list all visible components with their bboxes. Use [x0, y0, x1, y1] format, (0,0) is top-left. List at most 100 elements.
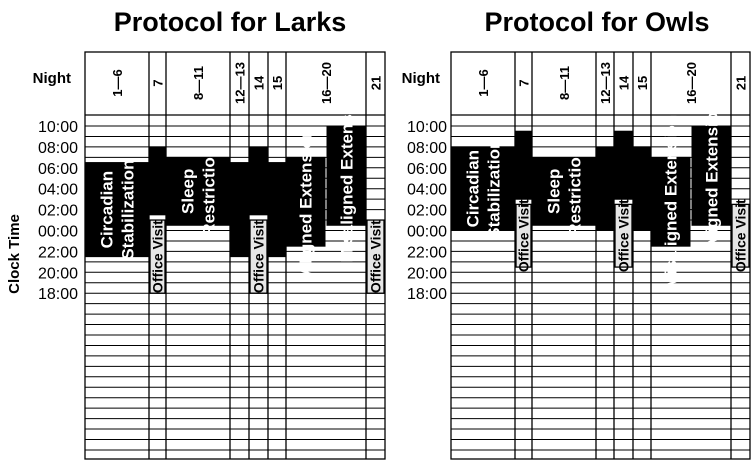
sleep-block-bar: [450, 146, 516, 231]
night-label-14: 14: [252, 75, 267, 90]
y-tick-label: 20:00: [407, 265, 447, 282]
grid-frame: [450, 51, 751, 460]
office-visit-box: [249, 219, 268, 294]
sleep-block-16-20: Misaligned Extension: [326, 89, 367, 263]
y-tick-label: 22:00: [38, 244, 78, 261]
night-label-15: 15: [270, 76, 285, 90]
sleep-block-bar: [165, 156, 231, 226]
sleep-block-16-20: Aligned Extension: [691, 101, 732, 250]
sleep-block-15: [267, 162, 287, 258]
sleep-block-16-20: Misaligned Extension: [650, 115, 691, 289]
y-tick-label: 10:00: [407, 119, 447, 136]
y-tick-label: 06:00: [407, 161, 447, 178]
sleep-block-7: [514, 130, 533, 200]
y-tick-label: 08:00: [407, 140, 447, 157]
sleep-block-bar: [691, 125, 732, 226]
night-label-1-6: 1—6: [476, 69, 491, 96]
night-label-21: 21: [369, 76, 384, 90]
sleep-block-label: Aligned Extension: [703, 101, 722, 249]
office-visit-box: [515, 203, 532, 268]
office-visit-21: Office Visit: [731, 199, 750, 272]
sleep-block-bar: [632, 146, 652, 231]
y-tick-label: 18:00: [38, 286, 78, 303]
office-visit-box: [366, 219, 385, 294]
y-axis-label: Clock Time: [6, 214, 23, 294]
sleep-block-bar: [285, 156, 326, 247]
y-tick-label: 00:00: [407, 224, 447, 241]
sleep-block-label: Misaligned Extension: [338, 89, 357, 263]
night-header-larks: Night: [33, 70, 71, 87]
sleep-block-bar: [650, 156, 691, 247]
y-tick-label: 10:00: [38, 119, 78, 136]
sleep-block-bar: [326, 125, 367, 226]
y-tick-label: 18:00: [407, 286, 447, 303]
sleep-block-bar: [613, 130, 634, 200]
y-tick-label: 08:00: [38, 140, 78, 157]
y-tick-label: 06:00: [38, 161, 78, 178]
sleep-block-bar: [148, 146, 167, 216]
y-tick-label: 02:00: [407, 203, 447, 220]
office-visit-label: Office Visit: [150, 220, 166, 293]
panel-title-owls: Protocol for Owls: [484, 7, 709, 37]
sleep-block-bar: [514, 130, 533, 200]
sleep-block-15: [632, 146, 652, 231]
night-label-16-20: 16—20: [319, 62, 334, 104]
night-label-16-20: 16—20: [684, 62, 699, 104]
office-visit-box: [731, 203, 750, 268]
office-visit-label: Office Visit: [733, 199, 749, 272]
night-label-14: 14: [617, 75, 632, 90]
sleep-block-16-20: Aligned Extension: [285, 128, 326, 276]
sleep-block-12-13: [229, 162, 250, 258]
sleep-block-bar: [248, 146, 269, 216]
office-visit-box: [614, 203, 633, 268]
office-visit-label: Office Visit: [368, 220, 384, 293]
night-label-1-6: 1—6: [110, 69, 125, 96]
sleep-block-bar: [84, 162, 150, 258]
y-tick-label: 02:00: [38, 203, 78, 220]
sleep-block-7: [148, 146, 167, 216]
office-visit-7: Office Visit: [149, 219, 166, 294]
sleep-block-bar: [229, 162, 250, 258]
night-label-8-11: 8—11: [557, 66, 572, 100]
office-visit-box: [149, 219, 166, 294]
sleep-block-bar: [531, 156, 597, 226]
sleep-block-bar: [267, 162, 287, 258]
y-tick-label: 20:00: [38, 265, 78, 282]
office-visit-14: Office Visit: [249, 219, 268, 294]
sleep-block-14: [613, 130, 634, 200]
night-label-8-11: 8—11: [191, 66, 206, 100]
sleep-block-label: Aligned Extension: [297, 128, 316, 276]
sleep-block-14: [248, 146, 269, 216]
office-visit-21: Office Visit: [366, 219, 385, 294]
office-visit-7: Office Visit: [515, 199, 532, 272]
panel-larks: Protocol for Larks Night 1—6 7 8—11 12—13 14…: [33, 7, 386, 460]
sleep-block-bar: [595, 146, 615, 231]
y-tick-label: 04:00: [38, 182, 78, 199]
office-visit-14: Office Visit: [614, 199, 633, 272]
night-header-owls: Night: [402, 70, 440, 87]
office-visit-label: Office Visit: [616, 199, 632, 272]
night-label-7: 7: [517, 79, 532, 86]
sleep-block-label: Misaligned Extension: [662, 115, 681, 289]
y-tick-label: 04:00: [407, 182, 447, 199]
y-tick-label: 00:00: [38, 224, 78, 241]
panel-title-larks: Protocol for Larks: [114, 7, 347, 37]
night-label-15: 15: [635, 76, 650, 90]
y-tick-label: 22:00: [407, 244, 447, 261]
night-label-7: 7: [151, 79, 166, 86]
night-label-21: 21: [734, 76, 749, 90]
sleep-block-12-13: [595, 146, 615, 231]
night-label-12-13: 12—13: [233, 62, 248, 104]
office-visit-label: Office Visit: [516, 199, 532, 272]
office-visit-label: Office Visit: [251, 220, 267, 293]
